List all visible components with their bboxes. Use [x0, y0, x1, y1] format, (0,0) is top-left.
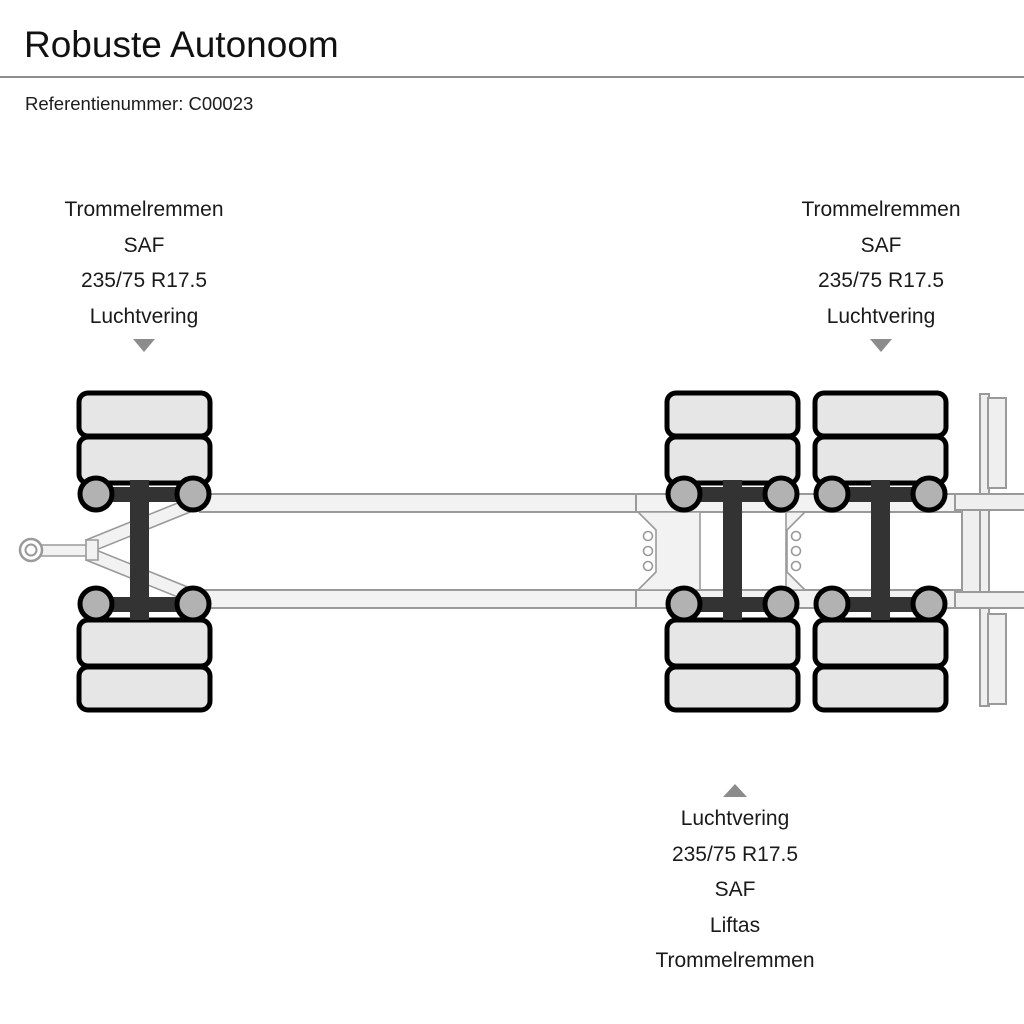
- page-title: Robuste Autonoom: [24, 24, 339, 65]
- callout-bogie-line-3: SAF: [714, 878, 756, 901]
- callout-front-axle: Trommelremmen SAF 235/75 R17.5 Luchtveri…: [8, 192, 280, 352]
- tire: [664, 434, 801, 486]
- drawbar-assembly: [18, 494, 202, 606]
- drawbar-eye: [18, 537, 44, 563]
- front-axle-assembly: [76, 390, 213, 713]
- rear-axle-1-assembly: [664, 390, 801, 713]
- hub: [762, 475, 800, 513]
- header-divider: [0, 76, 1024, 78]
- triangle-up-icon: [723, 784, 747, 797]
- callout-rear-line-2: SAF: [860, 233, 902, 257]
- hub: [910, 585, 948, 623]
- hub: [174, 475, 212, 513]
- callout-bogie: Luchtvering 235/75 R17.5 SAF Liftas Trom…: [590, 784, 880, 979]
- hub: [813, 585, 851, 623]
- callout-bogie-line-1: Luchtvering: [680, 807, 790, 830]
- tire: [76, 617, 213, 669]
- callout-bogie-line-5: Trommelremmen: [655, 949, 815, 972]
- tire: [76, 664, 213, 713]
- hub: [813, 475, 851, 513]
- page-header: Robuste Autonoom: [0, 0, 1024, 78]
- callout-front-line-1: Trommelremmen: [64, 198, 224, 221]
- hub: [77, 585, 115, 623]
- tire: [664, 664, 801, 713]
- callout-rear-line-3: 235/75 R17.5: [817, 269, 945, 292]
- hub: [762, 585, 800, 623]
- callout-bogie-line-4: Liftas: [709, 913, 761, 937]
- triangle-down-icon: [870, 339, 892, 352]
- callout-front-line-4: Luchtvering: [89, 304, 199, 328]
- tire: [812, 390, 949, 439]
- callout-rear-axle: Trommelremmen SAF 235/75 R17.5 Luchtveri…: [745, 192, 1017, 352]
- hub: [77, 475, 115, 513]
- tire: [664, 617, 801, 669]
- tire: [76, 434, 213, 486]
- callout-rear-line-1: Trommelremmen: [801, 198, 961, 221]
- tire: [76, 390, 213, 439]
- rear-axle-2-assembly: [812, 390, 949, 713]
- callout-rear-line-4: Luchtvering: [826, 304, 936, 328]
- chassis-rails: [199, 493, 987, 609]
- hub: [665, 475, 703, 513]
- hub: [910, 475, 948, 513]
- callout-bogie-line-2: 235/75 R17.5: [671, 842, 799, 866]
- hub: [665, 585, 703, 623]
- callout-front-line-2: SAF: [123, 233, 165, 257]
- tire: [812, 434, 949, 486]
- hub: [174, 585, 212, 623]
- rear-crossmember: [954, 393, 1024, 707]
- tire: [812, 664, 949, 713]
- triangle-down-icon: [133, 339, 155, 352]
- reference-number: Referentienummer: C00023: [25, 93, 254, 114]
- tire: [664, 390, 801, 439]
- tire: [812, 617, 949, 669]
- callout-front-line-3: 235/75 R17.5: [80, 269, 208, 292]
